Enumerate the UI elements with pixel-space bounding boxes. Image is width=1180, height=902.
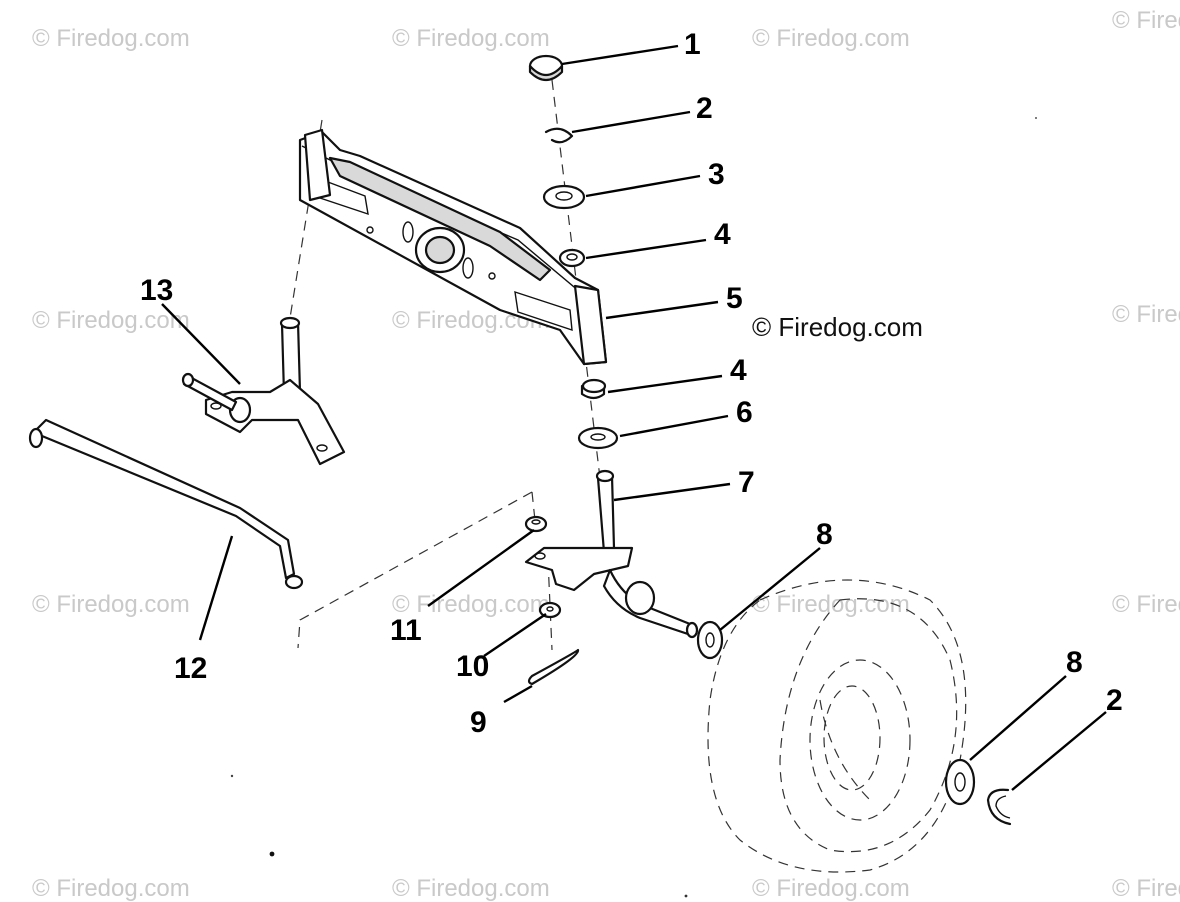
front-axle-beam: [298, 128, 608, 366]
watermark: © Firedog.com: [1112, 301, 1180, 328]
watermark-layer: © Firedog.com © Firedog.com © Firedog.co…: [32, 7, 1180, 902]
callout-4: 4: [714, 218, 731, 251]
callout-8-outer: 8: [1066, 646, 1083, 679]
copyright-text: © Firedog.com: [752, 312, 923, 342]
nut-11: [524, 515, 548, 533]
callout-10: 10: [456, 650, 489, 683]
watermark: © Firedog.com: [392, 25, 550, 52]
watermark: © Firedog.com: [752, 591, 910, 618]
callout-2-outer: 2: [1106, 684, 1123, 717]
callout-8: 8: [816, 518, 833, 551]
callout-13: 13: [140, 274, 173, 307]
bushing-4-upper: [558, 248, 586, 268]
watermark: © Firedog.com: [1112, 591, 1180, 618]
washer-8-outer: [944, 758, 976, 806]
bushing-4-lower: [580, 378, 607, 400]
watermark: © Firedog.com: [752, 875, 910, 902]
watermark: © Firedog.com: [392, 591, 550, 618]
specks: [230, 117, 1037, 898]
watermark: © Firedog.com: [32, 25, 190, 52]
washer-6: [577, 426, 619, 450]
watermark: © Firedog.com: [1112, 875, 1180, 902]
callout-4-lower: 4: [730, 354, 747, 387]
wheel: [707, 579, 967, 873]
washer-8-inner: [696, 620, 724, 660]
callout-3: 3: [708, 158, 725, 191]
watermark: © Firedog.com: [1112, 7, 1180, 34]
leader-lines: [161, 44, 1107, 791]
spindle-7: [524, 469, 699, 639]
watermark: © Firedog.com: [32, 591, 190, 618]
watermark: © Firedog.com: [752, 25, 910, 52]
callout-6: 6: [736, 396, 753, 429]
assembly-lines: [289, 79, 601, 651]
cotter-pin-9: [527, 648, 580, 686]
callout-labels: 1 2 3 4 5 4 6 7 8 13 12 11 10 9 8 2: [140, 28, 1123, 739]
callout-1: 1: [684, 28, 701, 61]
cap-1: [528, 54, 564, 82]
watermark: © Firedog.com: [32, 875, 190, 902]
callout-7: 7: [738, 466, 755, 499]
callout-12: 12: [174, 652, 207, 685]
watermark: © Firedog.com: [392, 875, 550, 902]
tie-rod-12: [28, 418, 304, 590]
clip-2: [544, 127, 574, 144]
clip-2-outer: [986, 788, 1012, 826]
callout-9: 9: [470, 706, 487, 739]
washer-3: [542, 184, 586, 210]
callout-11: 11: [390, 614, 422, 647]
watermark: © Firedog.com: [32, 307, 190, 334]
callout-2: 2: [696, 92, 713, 125]
spindle-13: [181, 316, 346, 466]
callout-5: 5: [726, 282, 743, 315]
